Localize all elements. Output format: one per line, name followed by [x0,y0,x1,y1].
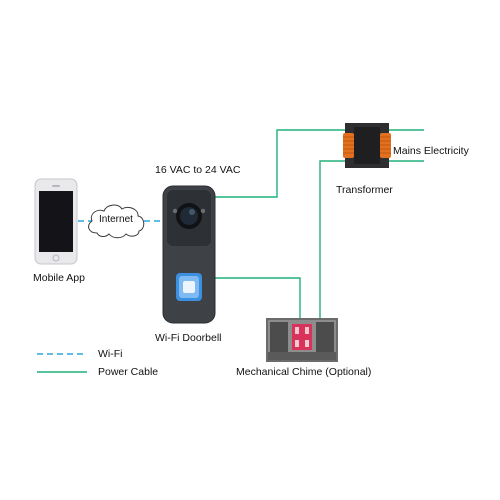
legend [37,353,87,373]
chime-label: Mechanical Chime (Optional) [236,366,372,378]
cable-doorbell-to-transformer [215,129,348,198]
cloud-icon [88,204,145,239]
transformer-label: Transformer [336,184,393,196]
transformer-icon [343,123,391,168]
cable-transformer-to-chime [319,160,348,318]
power-cables [215,129,424,318]
mains-label: Mains Electricity [393,145,469,157]
doorbell-device [162,185,216,324]
legend-power-label: Power Cable [98,366,159,378]
legend-wifi-label: Wi-Fi [98,348,123,360]
mobile-app-label: Mobile App [33,272,85,284]
smartphone-icon [34,178,78,265]
doorbell-label: Wi-Fi Doorbell [155,332,222,344]
chime-device [266,318,338,362]
cable-doorbell-to-chime [215,277,301,318]
voltage-label: 16 VAC to 24 VAC [155,164,241,176]
internet-label: Internet [99,214,133,225]
